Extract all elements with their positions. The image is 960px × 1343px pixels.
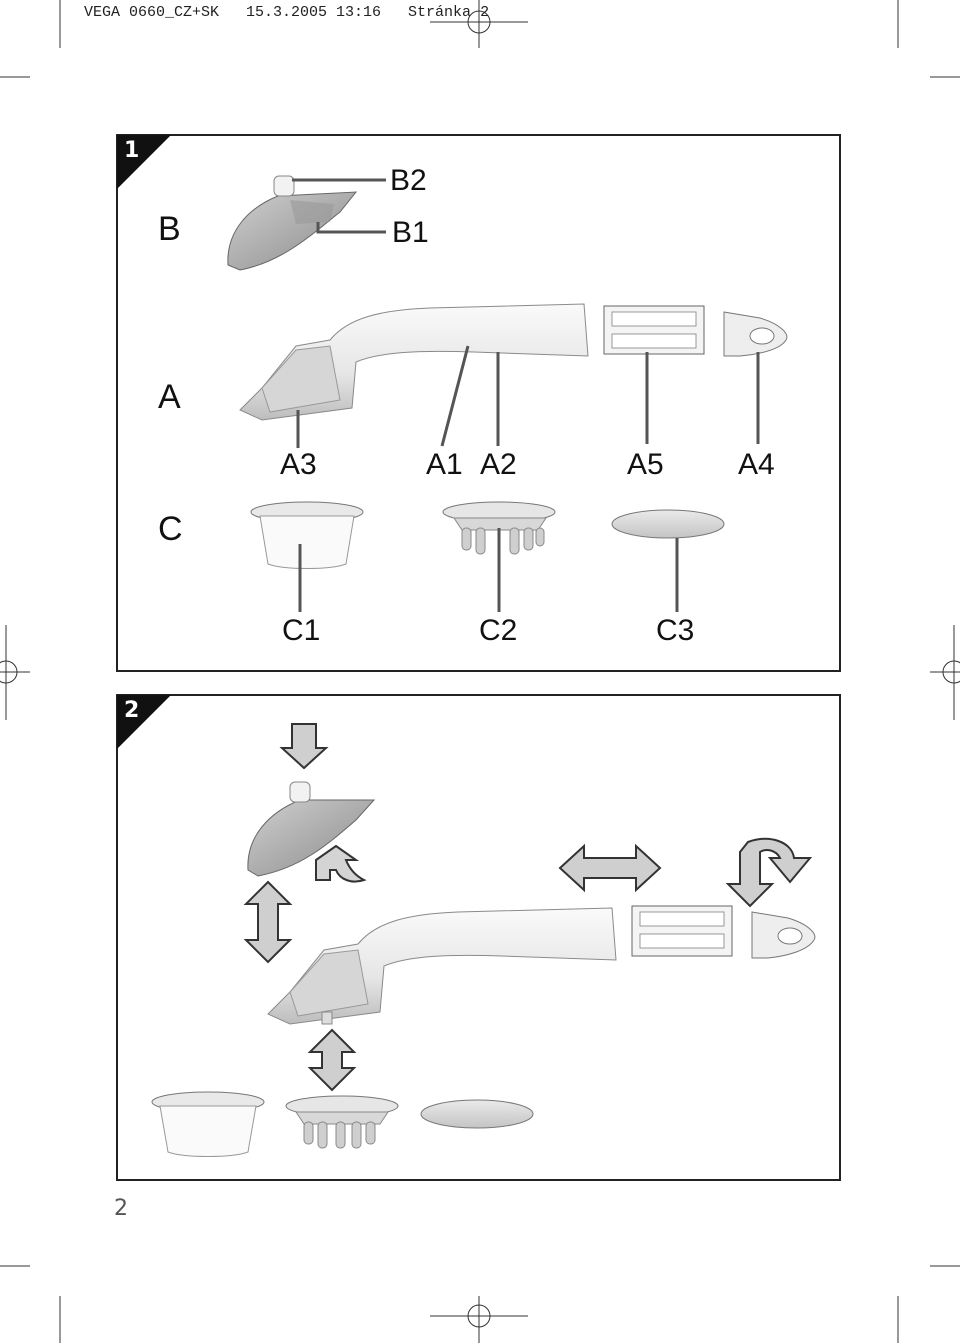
figure-2-number: 2	[124, 698, 140, 723]
handle-assembly	[267, 907, 617, 1025]
reservoir-assembly	[247, 781, 376, 877]
pumice-attachment	[420, 1099, 534, 1129]
label-c2: C2	[479, 614, 518, 647]
reservoir-b	[227, 175, 386, 271]
end-cap-assembly	[751, 911, 816, 959]
figure-1-panel: 1	[116, 134, 841, 672]
label-b1: B1	[392, 216, 429, 249]
pumice-c3	[611, 509, 725, 612]
rotate-arrow-icon	[315, 844, 367, 883]
row-label-b: B	[158, 210, 181, 248]
massage-head-c2	[442, 501, 556, 612]
battery-holder-assembly	[631, 905, 733, 957]
label-a5: A5	[627, 448, 664, 481]
double-arrow-horizontal-icon	[558, 843, 662, 893]
row-label-c: C	[158, 510, 183, 548]
label-a3: A3	[280, 448, 317, 481]
label-a4: A4	[738, 448, 775, 481]
figure-1-corner	[117, 135, 171, 189]
label-a2: A2	[480, 448, 517, 481]
label-c3: C3	[656, 614, 695, 647]
twist-arrow-icon	[725, 837, 813, 908]
handle-a	[239, 303, 589, 448]
label-c1: C1	[282, 614, 321, 647]
label-b2: B2	[390, 164, 427, 197]
label-a1: A1	[426, 448, 463, 481]
page-number: 2	[114, 1196, 128, 1221]
brush-c1	[250, 501, 364, 612]
figure-1-number: 1	[124, 138, 140, 163]
figure-2-corner	[117, 695, 171, 749]
double-arrow-vertical-icon	[243, 880, 293, 964]
arrow-down-icon	[279, 723, 329, 770]
print-header: VEGA 0660_CZ+SK 15.3.2005 13:16 Stránka …	[84, 4, 490, 21]
brush-attachment	[151, 1091, 265, 1157]
double-arrow-vertical-icon	[307, 1028, 357, 1092]
end-cap-a4	[723, 311, 788, 444]
battery-holder-a5	[603, 305, 705, 444]
massage-attachment	[285, 1095, 399, 1149]
row-label-a: A	[158, 378, 181, 416]
